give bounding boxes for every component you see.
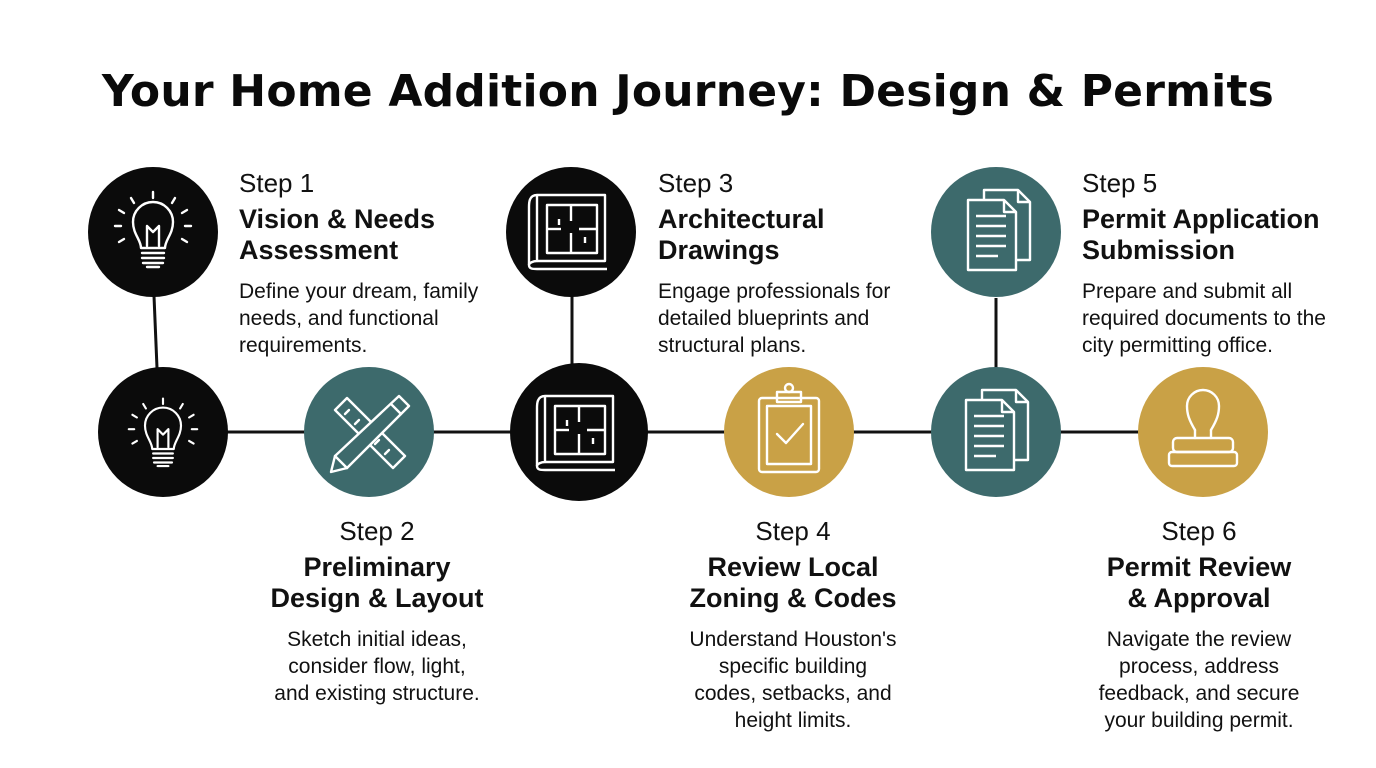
lightbulb-icon — [98, 367, 228, 497]
step-1-description: Define your dream, family needs, and fun… — [239, 280, 479, 357]
clipboard-check-icon — [724, 367, 854, 497]
documents-icon — [931, 367, 1061, 497]
step-1-label: Step 1 — [239, 168, 315, 198]
step-5-label: Step 5 — [1082, 168, 1158, 198]
step-5-description: Prepare and submit all required document… — [1082, 280, 1326, 357]
step-2-label: Step 2 — [339, 516, 415, 546]
step-6-heading: Permit Review & Approval — [1106, 552, 1292, 613]
step-3-description: Engage professionals for detailed bluepr… — [658, 280, 891, 357]
step-1-heading: Vision & Needs Assessment — [239, 204, 436, 265]
stamp-icon — [1138, 367, 1268, 497]
step-4-heading: Review Local Zoning & Codes — [689, 552, 897, 613]
lightbulb-icon-top — [88, 167, 218, 297]
step-3-heading: Architectural Drawings — [658, 204, 825, 265]
step-3-card: Step 3 Architectural Drawings Engage pro… — [658, 168, 938, 359]
step-4-card: Step 4 Review Local Zoning & Codes Under… — [653, 516, 933, 734]
blueprint-icon — [510, 363, 648, 501]
connector-step-1 — [152, 295, 159, 369]
step-6-card: Step 6 Permit Review & Approval Navigate… — [1059, 516, 1339, 734]
blueprint-icon-top — [506, 167, 636, 297]
step-4-label: Step 4 — [755, 516, 831, 546]
step-2-heading: Preliminary Design & Layout — [270, 552, 484, 613]
step-6-description: Navigate the review process, address fee… — [1098, 628, 1300, 732]
step-6-label: Step 6 — [1161, 516, 1237, 546]
step-5-heading: Permit Application Submission — [1082, 204, 1320, 265]
step-5-card: Step 5 Permit Application Submission Pre… — [1082, 168, 1372, 359]
step-2-card: Step 2 Preliminary Design & Layout Sketc… — [237, 516, 517, 707]
page-title: Your Home Addition Journey: Design & Per… — [101, 66, 1275, 117]
step-3-label: Step 3 — [658, 168, 734, 198]
step-2-description: Sketch initial ideas, consider flow, lig… — [274, 628, 480, 705]
step-4-description: Understand Houston's specific building c… — [689, 628, 897, 732]
documents-icon-top — [931, 167, 1061, 297]
pencil-ruler-icon — [304, 367, 434, 497]
step-1-card: Step 1 Vision & Needs Assessment Define … — [239, 168, 539, 359]
